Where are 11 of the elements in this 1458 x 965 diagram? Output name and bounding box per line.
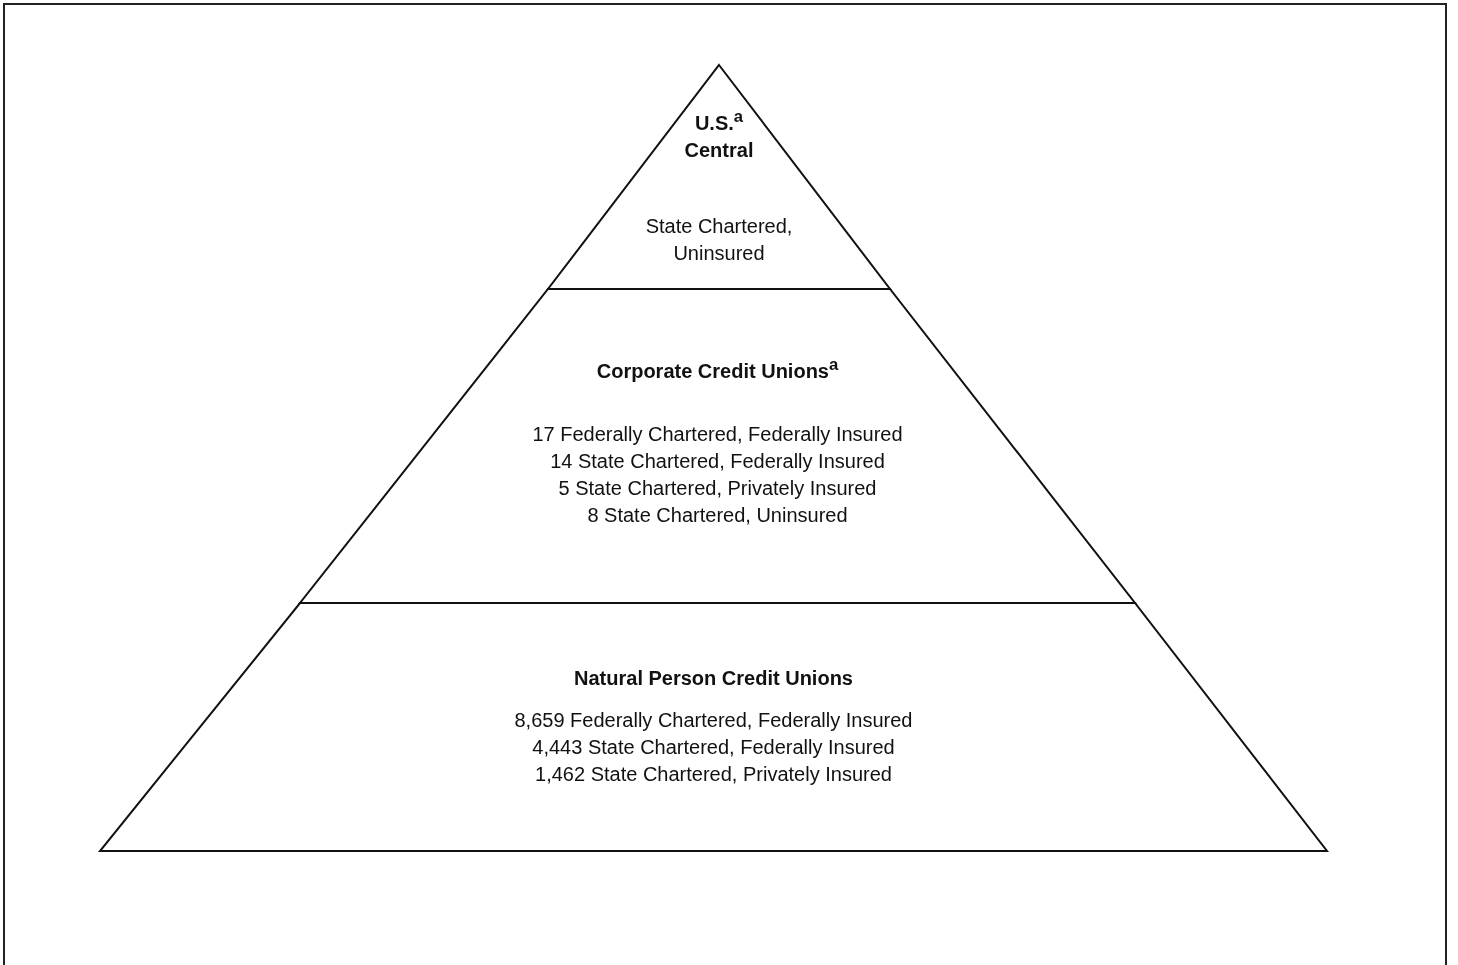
tier-description: 14 State Chartered, Federally Insured bbox=[550, 449, 885, 474]
tier-heading: Natural Person Credit Unions bbox=[574, 666, 853, 691]
tier-description: 8,659 Federally Chartered, Federally Insured bbox=[514, 708, 913, 733]
tier-description: 8 State Chartered, Uninsured bbox=[587, 503, 848, 528]
tier-heading: Corporate Credit Unions$^{a}$ bbox=[596, 354, 839, 384]
tier-description: 4,443 State Chartered, Federally Insured bbox=[532, 735, 895, 760]
tier-description: 17 Federally Chartered, Federally Insured bbox=[532, 422, 903, 447]
tier-description: 5 State Chartered, Privately Insured bbox=[558, 476, 877, 501]
tier-heading: U.S.$^{a}$ Central bbox=[683, 106, 755, 163]
tier-description: 1,462 State Chartered, Privately Insured bbox=[535, 762, 892, 787]
tier-description: State Chartered, Uninsured bbox=[644, 214, 794, 266]
